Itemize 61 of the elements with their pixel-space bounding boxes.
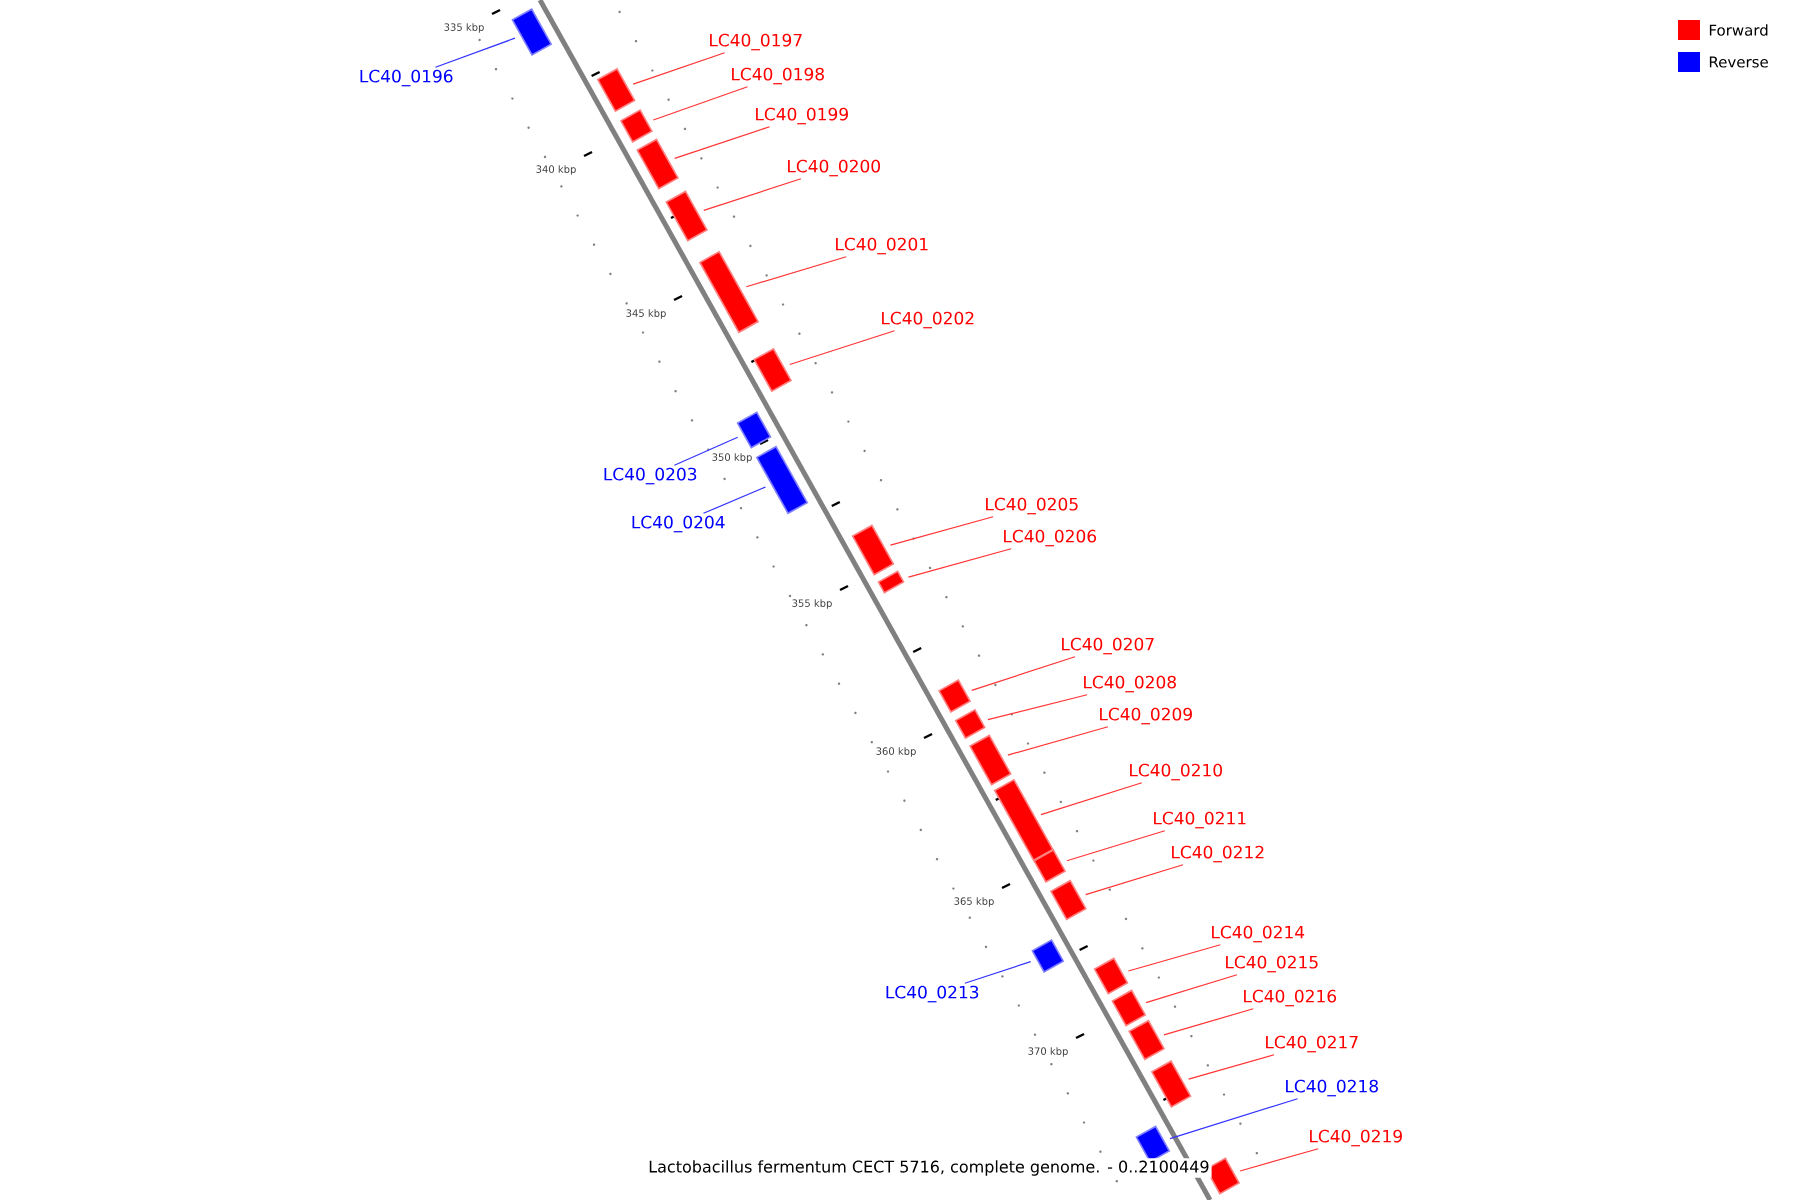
leader-line [964, 961, 1032, 984]
leader-line [1239, 1148, 1319, 1172]
gene-block [1135, 1125, 1171, 1163]
gene-label: LC40_0201 [836, 237, 928, 255]
gene-label: LC40_0212 [1172, 845, 1264, 863]
gene-label: LC40_0200 [788, 159, 880, 177]
gene-label: LC40_0214 [1212, 925, 1305, 943]
leader-line [745, 256, 847, 288]
leader-line [673, 436, 739, 466]
leader-line [1085, 864, 1184, 896]
leader-line [987, 694, 1088, 721]
leader-line [434, 37, 516, 68]
gene-block [1031, 939, 1065, 973]
gene-block [1150, 1060, 1192, 1108]
gene-label: LC40_0198 [732, 67, 824, 85]
gene-label: LC40_0197 [710, 33, 802, 51]
leader-line [674, 126, 771, 159]
leader-line [789, 330, 896, 366]
gene-label: LC40_0213 [886, 985, 979, 1003]
caption: Lactobacillus fermentum CECT 5716, complete genome. - 0..2100449 [646, 1158, 1212, 1178]
gene-label: LC40_0203 [604, 467, 697, 485]
leader-line [971, 656, 1076, 691]
gene-label: LC40_0205 [986, 497, 1078, 515]
leader-line [889, 516, 994, 546]
leader-line [632, 52, 726, 85]
gene-label: LC40_0216 [1244, 989, 1337, 1007]
gene-label: LC40_0208 [1084, 675, 1176, 693]
gene-block [851, 524, 895, 576]
gene-block [1111, 989, 1147, 1027]
gene-label: LC40_0196 [360, 69, 453, 87]
leader-line [702, 486, 767, 514]
gene-label: LC40_0218 [1286, 1079, 1378, 1097]
gene-block [1093, 957, 1129, 995]
leader-line [1169, 1098, 1299, 1140]
gene-label: LC40_0217 [1266, 1035, 1358, 1053]
leader-line [652, 86, 749, 121]
leader-line [703, 178, 802, 211]
gene-block [619, 109, 653, 143]
gene-label: LC40_0202 [882, 311, 974, 329]
gene-label: LC40_0219 [1310, 1129, 1402, 1147]
leader-line [1188, 1054, 1275, 1080]
gene-block [993, 778, 1054, 862]
leader-line [1007, 726, 1109, 756]
gene-label: LC40_0199 [756, 107, 848, 125]
gene-label: LC40_0204 [632, 515, 725, 533]
gene-label: LC40_0209 [1100, 707, 1192, 725]
gene-label: LC40_0210 [1130, 763, 1222, 781]
gene-block [1049, 879, 1087, 921]
gene-block [736, 411, 772, 449]
gene-label: LC40_0211 [1154, 811, 1246, 829]
leader-line [1127, 944, 1221, 972]
gene-block [877, 570, 905, 594]
gene-label: LC40_0215 [1226, 955, 1318, 973]
leader-line [1163, 1008, 1254, 1036]
gene-label: LC40_0207 [1062, 637, 1154, 655]
gene-block [969, 734, 1012, 786]
gene-label: LC40_0206 [1004, 529, 1097, 547]
leader-line [907, 548, 1012, 578]
leader-line [1040, 782, 1143, 816]
leader-line [1145, 974, 1238, 1004]
leader-line [1066, 830, 1166, 862]
